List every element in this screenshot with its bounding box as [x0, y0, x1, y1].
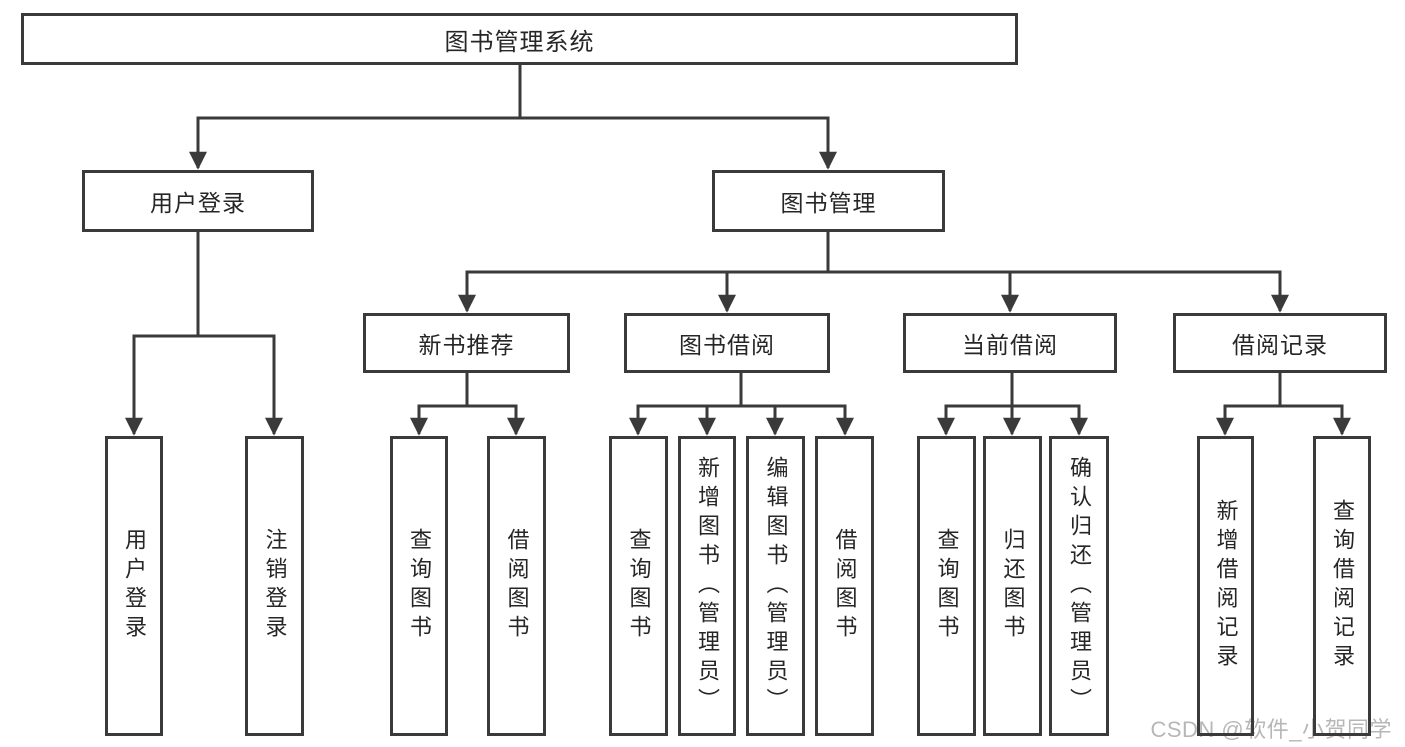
leaf-nbr-query-books: 查询图书	[390, 436, 448, 736]
leaf-nbr-borrow-books: 借阅图书	[487, 436, 546, 736]
node-label: 归还图书	[1000, 528, 1026, 644]
node-new-book-recommend: 新书推荐	[363, 313, 570, 373]
leaf-br-query-record: 查询借阅记录	[1313, 436, 1371, 736]
node-label: 图书管理系统	[444, 28, 595, 56]
leaf-logout: 注销登录	[245, 436, 304, 736]
leaf-user-login: 用户登录	[105, 436, 163, 736]
node-label: 新书推荐	[418, 332, 515, 358]
node-label: 新增图书（管理员）	[695, 455, 720, 717]
node-label: 新增借阅记录	[1213, 499, 1239, 673]
node-book-borrowing: 图书借阅	[624, 313, 830, 373]
leaf-cb-query-books: 查询图书	[917, 436, 976, 736]
node-label: 借阅图书	[832, 528, 858, 644]
node-label: 借阅图书	[504, 528, 530, 644]
node-label: 图书借阅	[679, 332, 775, 358]
node-borrow-records: 借阅记录	[1173, 313, 1387, 373]
node-label: 当前借阅	[962, 332, 1058, 358]
leaf-cb-return-books: 归还图书	[983, 436, 1042, 736]
node-label: 查询图书	[626, 528, 652, 644]
node-current-borrowing: 当前借阅	[903, 313, 1117, 373]
node-label: 编辑图书（管理员）	[763, 455, 789, 717]
node-label: 查询借阅记录	[1330, 499, 1355, 673]
leaf-bb-borrow-books: 借阅图书	[815, 436, 874, 736]
node-label: 查询图书	[934, 528, 960, 644]
csdn-watermark: CSDN @软件_小贺同学	[1150, 717, 1392, 742]
node-label: 图书管理	[780, 190, 877, 216]
node-book-management: 图书管理	[712, 170, 945, 232]
leaf-bb-edit-books-admin: 编辑图书（管理员）	[746, 436, 805, 736]
connector-group	[125, 65, 1351, 436]
node-label: 注销登录	[262, 528, 288, 644]
node-label: 查询图书	[407, 528, 432, 644]
node-label: 用户登录	[150, 190, 246, 216]
leaf-cb-confirm-return-admin: 确认归还（管理员）	[1049, 436, 1109, 736]
node-label: 确认归还（管理员）	[1067, 455, 1092, 717]
node-label: 用户登录	[122, 528, 147, 644]
node-label: 借阅记录	[1232, 332, 1328, 358]
leaf-bb-add-books-admin: 新增图书（管理员）	[678, 436, 736, 736]
leaf-br-add-record: 新增借阅记录	[1197, 436, 1254, 736]
leaf-bb-query-books: 查询图书	[609, 436, 668, 736]
node-root: 图书管理系统	[21, 13, 1018, 65]
node-user-login: 用户登录	[82, 170, 314, 232]
